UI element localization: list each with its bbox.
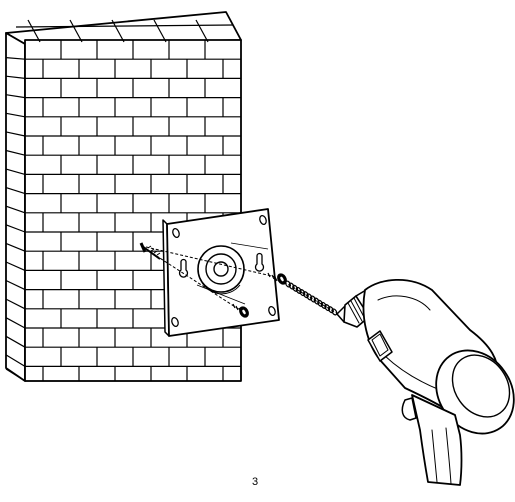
keyhole-slot-right [256, 254, 264, 272]
drill-bit-flute [328, 306, 335, 314]
keyhole-slot-left [180, 260, 188, 278]
drill-bit-flute [306, 293, 313, 301]
power-drill [285, 280, 515, 485]
figure-number-label: 3 [252, 476, 258, 488]
drill-bit-flute [285, 280, 292, 288]
mounting-plate [163, 209, 279, 336]
drill-bit-flute [288, 282, 295, 290]
drill-bit-flute [310, 295, 317, 303]
